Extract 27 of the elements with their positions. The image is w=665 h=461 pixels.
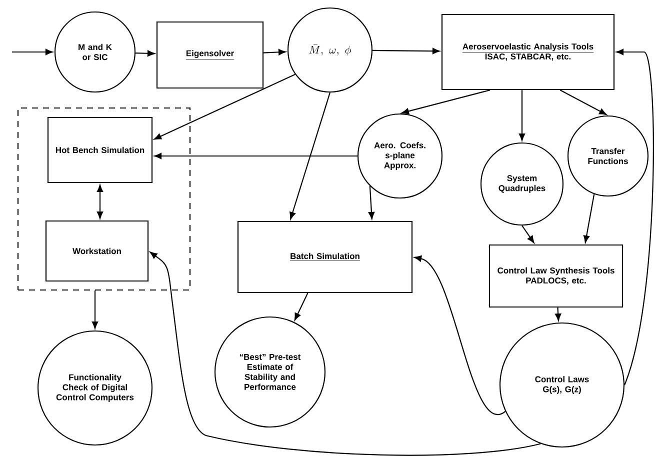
arrow <box>522 225 534 244</box>
arrow <box>264 49 286 56</box>
process-box: Hot Bench Simulation <box>47 116 153 184</box>
arrow <box>372 48 440 54</box>
arrow <box>616 48 654 386</box>
arrow <box>150 252 541 456</box>
arrow <box>154 74 296 140</box>
arrow <box>583 194 595 243</box>
process-box: Aeroservoelastic Analysis Tools ISAC, STABCAR, etc. <box>441 14 615 90</box>
arrow <box>92 290 98 329</box>
arrow <box>290 92 331 220</box>
process-box: Eigensolver <box>156 21 264 89</box>
arrow <box>368 186 375 220</box>
arrow <box>402 90 490 114</box>
process-box: Batch Simulation <box>237 220 413 294</box>
arrow <box>12 48 53 56</box>
arrow <box>96 184 104 219</box>
process-box: Control Law Synthesis Tools PADLOCS, etc. <box>488 244 624 308</box>
arrow <box>294 292 308 320</box>
arrow <box>154 152 358 160</box>
arrow <box>555 308 562 321</box>
arrow <box>560 90 607 115</box>
arrow <box>518 90 526 141</box>
dashed-group-box <box>17 107 191 291</box>
arrow <box>414 256 506 415</box>
process-box: Workstation <box>45 220 149 282</box>
arrow <box>136 50 155 56</box>
